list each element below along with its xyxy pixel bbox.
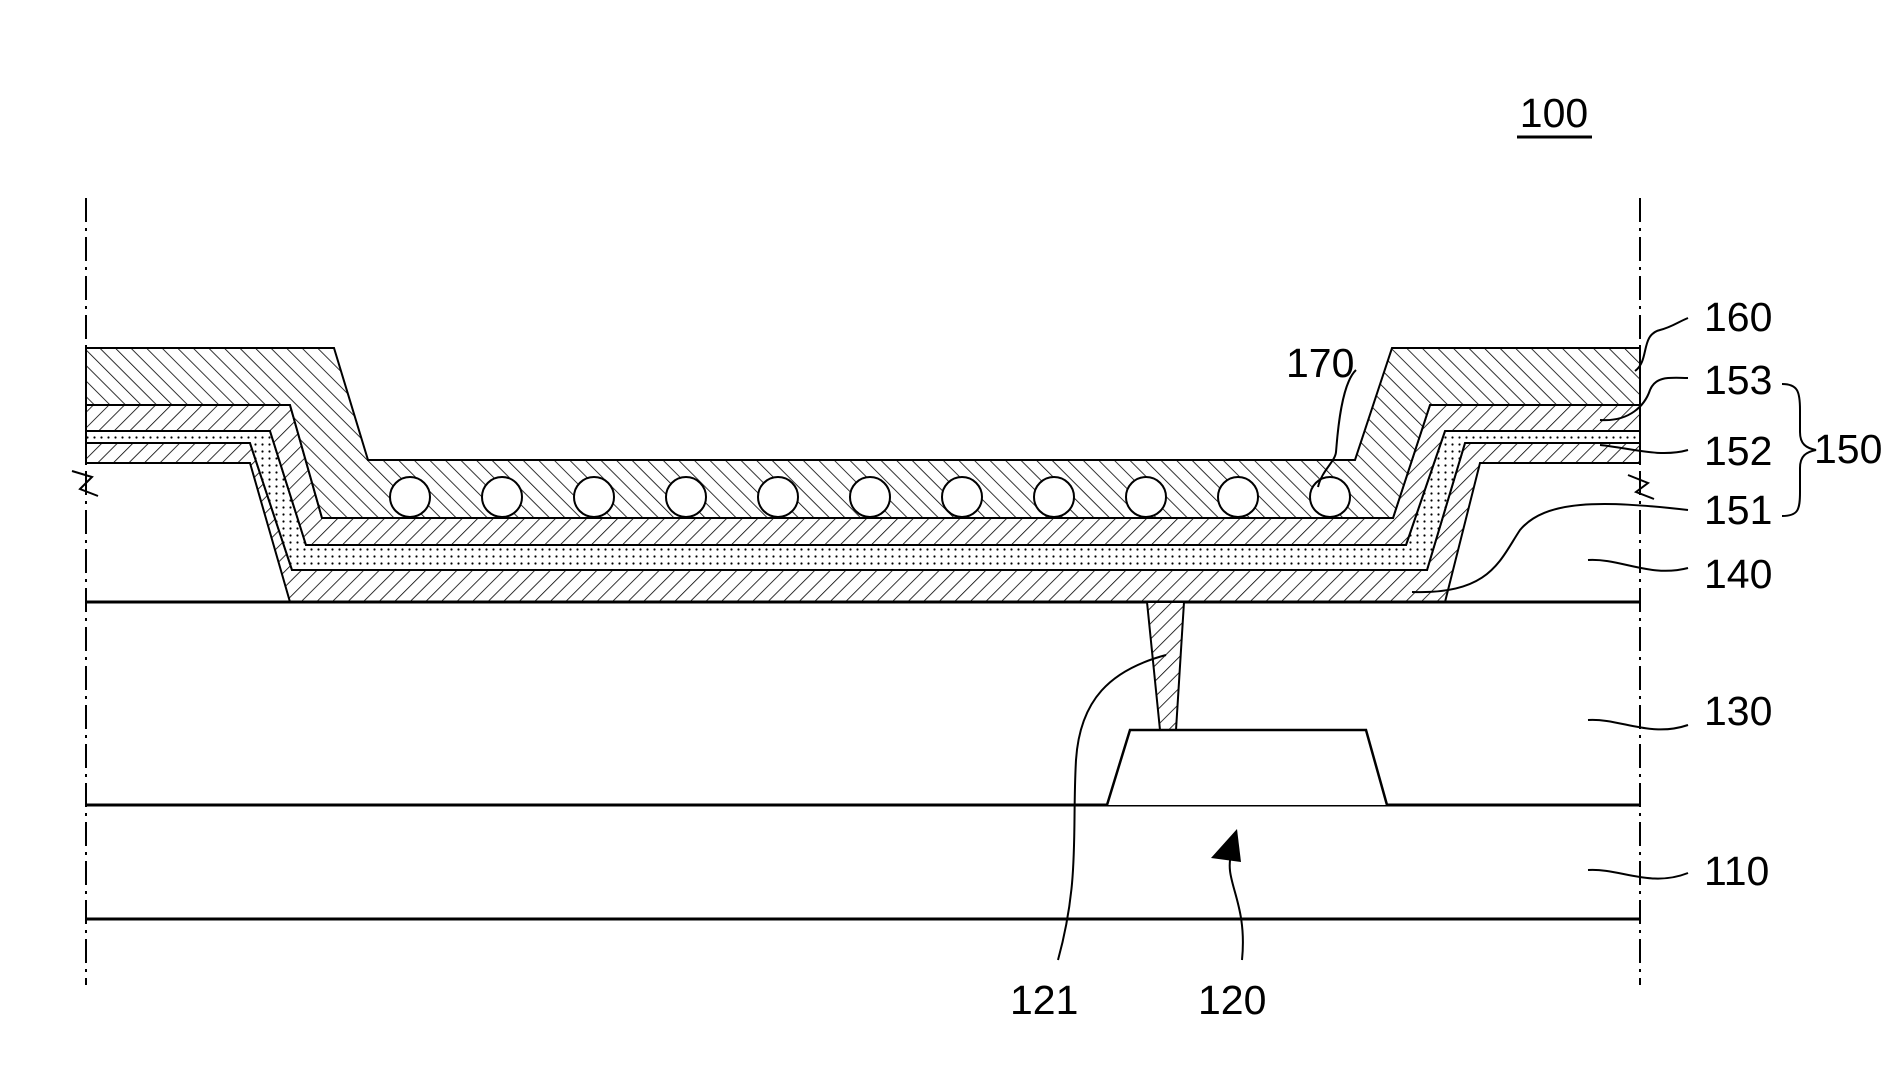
label-151: 151	[1704, 487, 1772, 533]
leader-120	[1230, 852, 1243, 960]
leader-160	[1635, 318, 1688, 371]
bracket-150	[1782, 384, 1816, 516]
label-152: 152	[1704, 428, 1772, 474]
particle-170	[666, 477, 706, 517]
label-150: 150	[1814, 426, 1882, 472]
particle-170	[482, 477, 522, 517]
label-120: 120	[1198, 977, 1266, 1023]
particle-170	[1126, 477, 1166, 517]
particle-170	[758, 477, 798, 517]
leader-140	[1588, 560, 1688, 571]
figure-number: 100	[1520, 90, 1588, 136]
label-110: 110	[1704, 848, 1769, 894]
particle-170	[1034, 477, 1074, 517]
particle-170	[390, 477, 430, 517]
label-160: 160	[1704, 294, 1772, 340]
contact-via-121	[1147, 602, 1184, 730]
transistor-120	[1107, 730, 1387, 805]
label-130: 130	[1704, 688, 1772, 734]
particle-170	[574, 477, 614, 517]
label-170: 170	[1286, 340, 1354, 386]
label-153: 153	[1704, 357, 1772, 403]
leader-110	[1588, 870, 1688, 879]
arrow-120	[1211, 829, 1241, 862]
leader-121	[1058, 655, 1166, 960]
label-121: 121	[1010, 977, 1078, 1023]
particle-170	[1218, 477, 1258, 517]
particle-170	[1310, 477, 1350, 517]
label-140: 140	[1704, 551, 1772, 597]
leader-130	[1588, 720, 1688, 730]
particle-170	[942, 477, 982, 517]
particle-170	[850, 477, 890, 517]
